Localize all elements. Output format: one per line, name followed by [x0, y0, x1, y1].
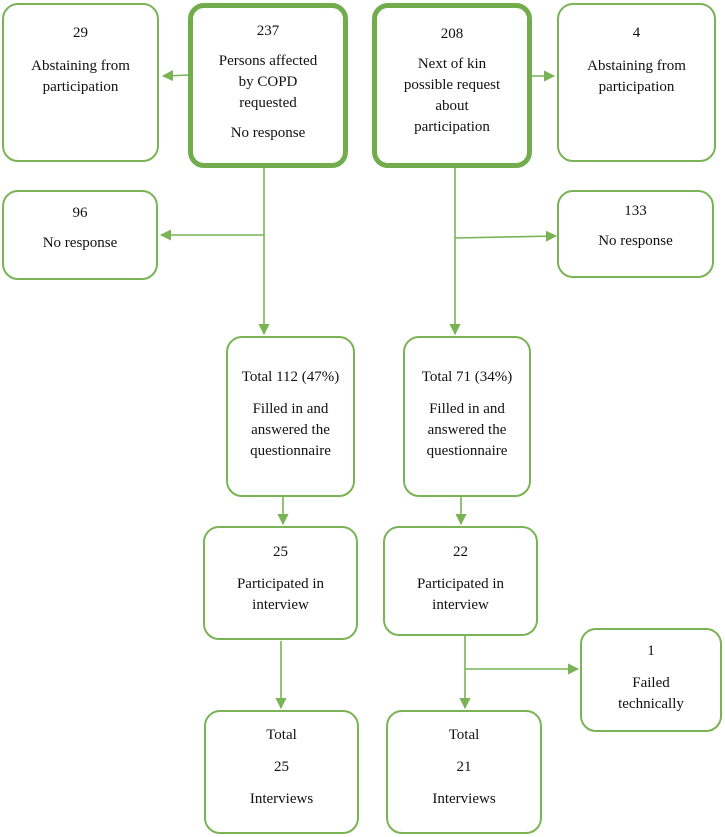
kin-final-label: Interviews	[432, 791, 496, 807]
kin-failed-box: 1 Failed technically	[580, 628, 722, 732]
copd-request-box: 237 Persons affected by COPD requested N…	[188, 3, 348, 168]
kin-failed-label-1: Failed	[632, 675, 670, 691]
kin-final-box: Total 21 Interviews	[386, 710, 542, 834]
copd-request-label-1: Persons affected	[218, 53, 318, 69]
copd-interview-label-1: Participated in	[236, 576, 325, 592]
copd-abstain-label-2: participation	[42, 79, 119, 95]
kin-noresponse-count: 133	[624, 203, 647, 219]
copd-final-title: Total	[266, 727, 297, 743]
copd-interview-label-2: interview	[252, 597, 309, 613]
kin-request-count: 208	[440, 26, 464, 42]
copd-noresponse-box: 96 No response	[2, 190, 158, 280]
kin-interview-label-1: Participated in	[416, 576, 505, 592]
kin-total-desc-3: questionnaire	[426, 443, 508, 459]
kin-final-title: Total	[448, 727, 480, 743]
copd-final-label: Interviews	[249, 791, 314, 807]
copd-interview-box: 25 Participated in interview	[203, 526, 358, 640]
copd-abstain-count: 29	[73, 25, 88, 41]
kin-request-label-1: Next of kin	[417, 56, 487, 72]
copd-request-noresponse: No response	[230, 125, 306, 141]
arrow-to-kin-noresp	[454, 230, 558, 242]
copd-abstain-label-1: Abstaining from	[31, 58, 130, 74]
copd-request-count: 237	[256, 23, 280, 39]
kin-request-label-3: about	[435, 98, 469, 114]
copd-total-label: Total 112 (47%)	[241, 369, 340, 385]
copd-request-label-2: by COPD	[238, 74, 298, 90]
copd-request-label-3: requested	[239, 95, 297, 111]
kin-failed-label-2: technically	[618, 696, 684, 712]
copd-interview-count: 25	[273, 544, 288, 560]
copd-total-desc-2: answered the	[251, 422, 330, 438]
kin-total-desc-1: Filled in and	[429, 401, 505, 417]
copd-total-desc-3: questionnaire	[250, 443, 331, 459]
copd-noresponse-label: No response	[42, 235, 118, 251]
copd-abstain-box: 29 Abstaining from participation	[2, 3, 159, 162]
kin-interview-box: 22 Participated in interview	[383, 526, 538, 636]
kin-abstain-label-2: participation	[598, 79, 675, 95]
kin-final-count: 21	[456, 759, 472, 775]
copd-total-box: Total 112 (47%) Filled in and answered t…	[226, 336, 355, 497]
kin-interview-label-2: interview	[432, 597, 489, 613]
kin-abstain-box: 4 Abstaining from participation	[557, 3, 716, 162]
arrow-to-copd-abstain	[161, 70, 191, 82]
kin-total-box: Total 71 (34%) Filled in and answered th…	[403, 336, 531, 497]
copd-total-desc-1: Filled in and	[252, 401, 329, 417]
copd-final-box: Total 25 Interviews	[204, 710, 359, 834]
kin-request-label-4: participation	[414, 119, 490, 135]
kin-total-label: Total 71 (34%)	[421, 369, 513, 385]
kin-noresponse-label: No response	[598, 233, 673, 249]
copd-noresponse-count: 96	[72, 205, 88, 221]
kin-failed-count: 1	[647, 643, 655, 659]
kin-request-box: 208 Next of kin possible request about p…	[372, 3, 532, 168]
copd-final-count: 25	[274, 759, 289, 775]
kin-noresponse-box: 133 No response	[557, 190, 714, 278]
kin-interview-count: 22	[453, 544, 468, 560]
kin-abstain-label-1: Abstaining from	[587, 58, 686, 74]
kin-request-label-2: possible request	[403, 77, 501, 93]
kin-total-desc-2: answered the	[427, 422, 507, 438]
kin-abstain-count: 4	[632, 25, 641, 41]
